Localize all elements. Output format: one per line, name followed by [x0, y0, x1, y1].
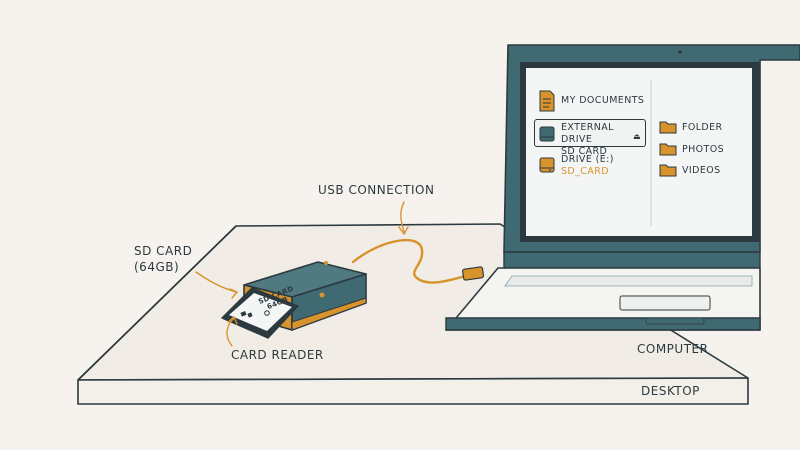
folder-icon — [659, 121, 677, 134]
usb-cable — [351, 238, 485, 284]
sd-card-label: SD CARD (64GB) — [134, 243, 192, 275]
desk — [77, 223, 749, 405]
folder-icon — [659, 164, 677, 177]
annotation-arrows — [195, 201, 409, 347]
folder-label: VIDEOS — [682, 164, 721, 176]
document-icon — [539, 90, 555, 112]
usb-arrow — [400, 201, 405, 233]
desktop-label: DESKTOP — [641, 384, 700, 398]
drive-icon — [539, 157, 555, 173]
sidebar-item-label: EXTERNAL DRIVE — [561, 122, 614, 145]
sd-card — [221, 287, 299, 339]
card-reader-label: CARD READER — [231, 348, 324, 362]
sidebar-item-label: MY DOCUMENTS — [561, 95, 645, 106]
sidebar-item-my-documents[interactable]: MY DOCUMENTS — [539, 90, 644, 112]
led-indicator — [319, 292, 325, 298]
computer-label: COMPUTER — [637, 342, 709, 356]
folder-item-folder[interactable]: FOLDER — [659, 120, 723, 134]
sidebar-item-label: DRIVE (E:) — [561, 154, 614, 165]
sd-card-label-text: SD CARD — [134, 244, 193, 258]
folder-item-videos[interactable]: VIDEOS — [659, 163, 721, 177]
laptop — [445, 44, 800, 331]
eject-icon[interactable]: ⏏ — [633, 132, 641, 141]
usb-connection-label: USB CONNECTION — [318, 183, 435, 197]
folder-label: FOLDER — [682, 121, 723, 133]
sidebar-item-external-drive[interactable]: EXTERNAL DRIVE SD CARD ⏏ — [534, 119, 646, 157]
sidebar-item-sublabel: SD_CARD — [561, 166, 609, 177]
sidebar-item-drive-e[interactable]: DRIVE (E:) SD_CARD — [539, 154, 614, 178]
drive-icon — [539, 126, 555, 142]
folder-item-photos[interactable]: PHOTOS — [659, 142, 724, 156]
sd-card-capacity: (64GB) — [134, 260, 180, 274]
folder-icon — [659, 143, 677, 156]
folder-label: PHOTOS — [682, 143, 725, 155]
sidebar-item-sublabel: SD CARD — [561, 146, 608, 157]
webcam — [678, 50, 682, 54]
laptop-screen — [526, 68, 752, 236]
sd-card-arrow — [195, 271, 237, 293]
trackpad — [619, 295, 711, 311]
card-reader-arrow — [226, 317, 235, 347]
